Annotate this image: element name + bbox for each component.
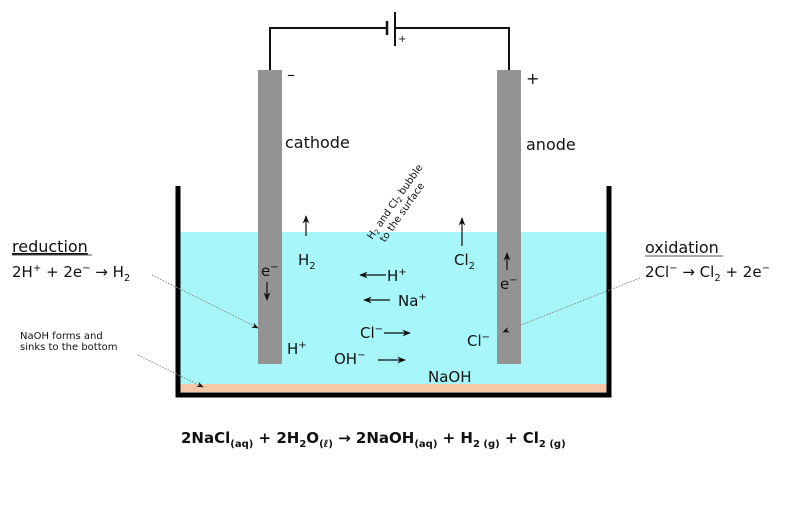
naoh-label: NaOH bbox=[428, 368, 472, 386]
wire-right bbox=[396, 27, 510, 72]
naoh-note-line2: sinks to the bottom bbox=[20, 342, 117, 353]
cathode-label: cathode bbox=[285, 133, 350, 152]
cl2-label: Cl2 bbox=[454, 251, 475, 272]
naoh-note-line1: NaOH forms and bbox=[20, 331, 103, 342]
overall-equation: 2NaCl(aq) + 2H2O(ℓ) → 2NaOH(aq) + H2 (g)… bbox=[181, 429, 566, 450]
na-plus-label: Na+ bbox=[398, 292, 427, 310]
cathode-sign: – bbox=[287, 65, 295, 84]
naoh-pointer bbox=[137, 354, 204, 388]
cathode-electron: e− bbox=[261, 262, 279, 280]
naoh-layer bbox=[180, 384, 607, 392]
cl-minus-anode-label: Cl− bbox=[467, 332, 490, 350]
oxidation-equation: 2Cl− → Cl2 + 2e− bbox=[645, 263, 770, 284]
reduction-equation: 2H+ + 2e− → H2 bbox=[12, 263, 130, 284]
oxidation-title: oxidation bbox=[645, 238, 719, 257]
cathode-electrode bbox=[258, 70, 282, 364]
battery-plus-label: + bbox=[398, 34, 406, 45]
oh-minus-label: OH− bbox=[334, 350, 365, 368]
anode-electron: e− bbox=[500, 275, 518, 293]
anode-electrode bbox=[497, 70, 521, 364]
cl-minus-mid-label: Cl− bbox=[360, 324, 383, 342]
wire-left bbox=[269, 27, 386, 72]
h2-label: H2 bbox=[298, 251, 316, 272]
anode-sign: + bbox=[526, 69, 539, 88]
reduction-title: reduction bbox=[12, 237, 88, 256]
h-plus-cathode-label: H+ bbox=[287, 340, 307, 358]
electrolyte-solution bbox=[180, 232, 607, 384]
anode-label: anode bbox=[526, 135, 576, 154]
oxidation-pointer bbox=[502, 277, 641, 333]
h-plus-mid-label: H+ bbox=[387, 267, 407, 285]
